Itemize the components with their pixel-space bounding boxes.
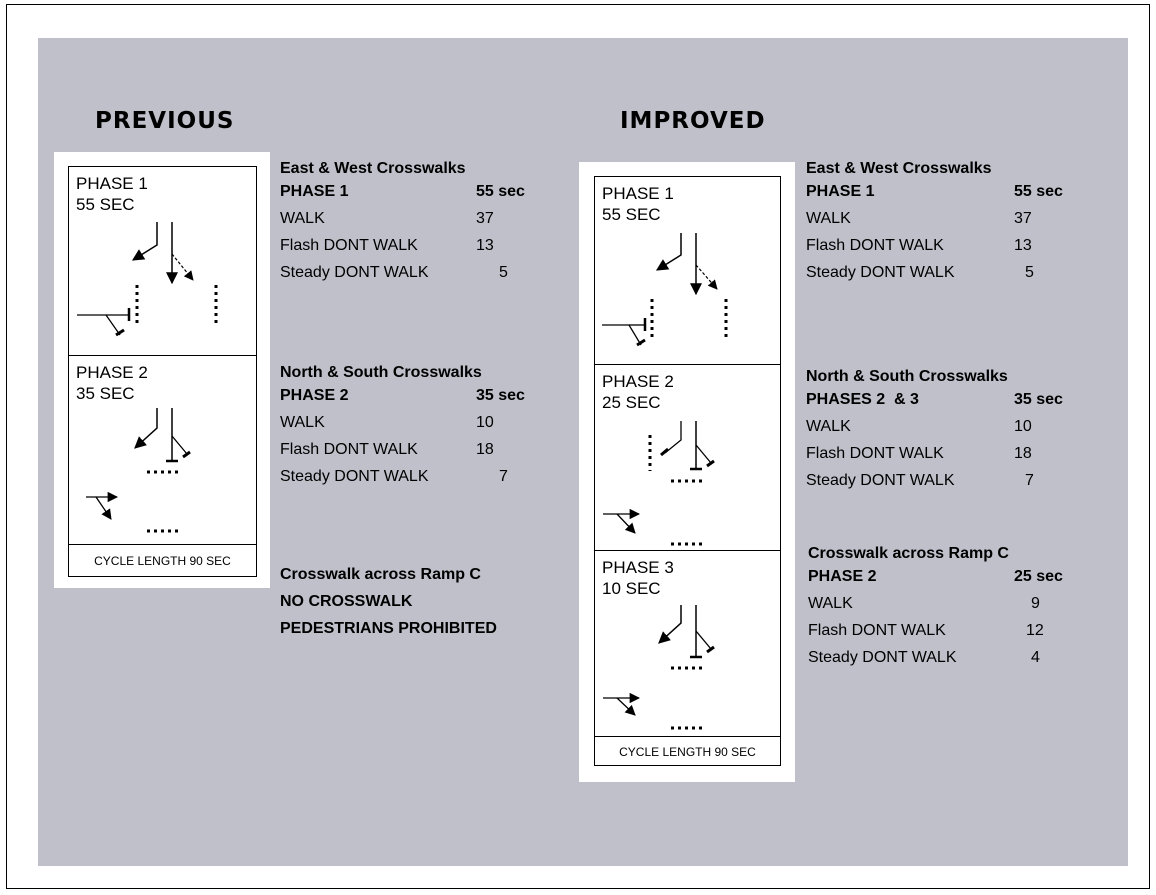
section-title: North & South Crosswalks [806,368,1008,385]
ramp-note-line: NO CROSSWALK [280,593,413,610]
phase-name: PHASE 3 [602,558,674,577]
phase-3-movement-diagram [603,605,715,730]
improved-phase-card: PHASE 1 55 SEC PHASE 2 25 SEC [579,162,795,782]
phase-1-movement-diagram [77,222,218,337]
previous-phase-2: PHASE 2 35 SEC [69,355,256,544]
cycle-length: CYCLE LENGTH 90 SEC [595,736,780,767]
phase-name: PHASE 2 [76,363,148,382]
section-title: East & West Crosswalks [280,160,466,177]
phase-duration: 55 SEC [76,195,135,214]
previous-phase-1: PHASE 1 55 SEC [69,167,256,355]
previous-ramp-section: Crosswalk across Ramp C NO CROSSWALK PED… [280,561,497,642]
section-title: Crosswalk across Ramp C [808,545,1009,562]
section-title: North & South Crosswalks [280,364,482,381]
phase-duration: 25 SEC [602,393,661,412]
improved-phase-3: PHASE 3 10 SEC [595,550,780,736]
section-title: East & West Crosswalks [806,160,992,177]
phase-2-movement-diagram [603,421,715,546]
improved-phase-2: PHASE 2 25 SEC [595,364,780,550]
phase-1-movement-diagram [602,233,728,347]
previous-phase-card: PHASE 1 55 SEC PHASE 2 35 SEC [54,152,270,588]
ramp-note-line: PEDESTRIANS PROHIBITED [280,620,497,637]
improved-phase-1: PHASE 1 55 SEC [595,177,780,364]
previous-heading: PREVIOUS [95,108,235,134]
phase-name: PHASE 1 [76,174,148,193]
phase-name: PHASE 1 [602,184,674,203]
cycle-length: CYCLE LENGTH 90 SEC [69,544,256,578]
phase-duration: 55 SEC [602,205,661,224]
phase-name: PHASE 2 [602,372,674,391]
improved-heading: IMPROVED [620,108,766,134]
phase-duration: 35 SEC [76,384,135,403]
phase-2-movement-diagram [86,408,191,533]
section-title: Crosswalk across Ramp C [280,566,481,583]
phase-duration: 10 SEC [602,579,661,598]
